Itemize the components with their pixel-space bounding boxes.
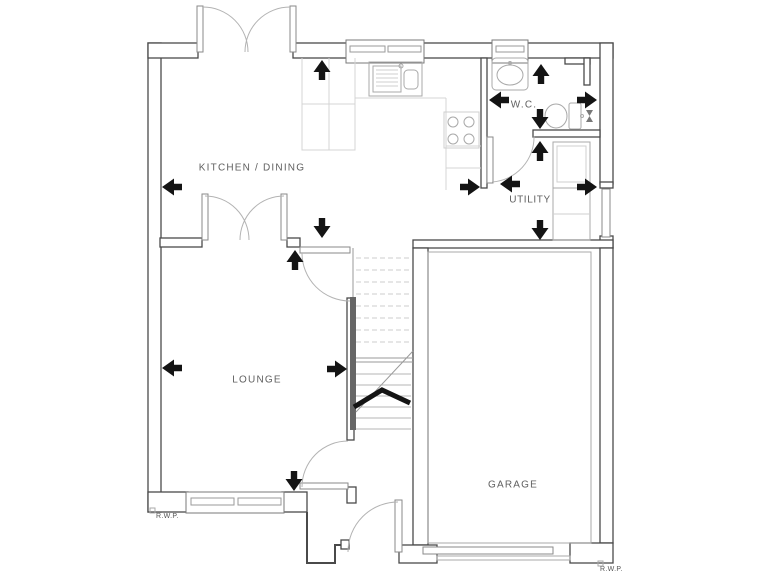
- rwp-marker-right: [597, 560, 604, 567]
- stair-direction-chevron: [352, 387, 412, 410]
- wc-basin: [491, 57, 529, 91]
- wc-window: [491, 39, 529, 64]
- rwp-label-right: R.W.P.: [600, 566, 623, 573]
- arrow-left-icon: [162, 178, 182, 196]
- wc-door: [486, 135, 535, 184]
- garage-inner-outline: [427, 251, 592, 544]
- utility-appliance: [552, 141, 591, 241]
- kitchen-window: [345, 39, 425, 64]
- arrow-right-icon: [577, 178, 597, 196]
- rwp-marker-left: [149, 507, 156, 514]
- kitchen-sink: [368, 61, 423, 97]
- arrow-right-icon: [460, 178, 480, 196]
- lounge-door: [299, 440, 349, 490]
- utility-back-door: [599, 181, 614, 238]
- outer-walls: [147, 42, 614, 564]
- arrow-up-icon: [532, 64, 550, 84]
- room-label-utility: UTILITY: [509, 194, 551, 206]
- arrow-up-icon: [313, 60, 331, 80]
- porch-wall: [306, 512, 343, 564]
- room-label-kitchen-dining: KITCHEN / DINING: [198, 162, 306, 174]
- arrow-down-icon: [531, 220, 549, 240]
- rwp-label-left: R.W.P.: [156, 513, 179, 520]
- front-door: [347, 499, 403, 553]
- rear-french-doors: [196, 5, 297, 53]
- kitchen-lounge-french-doors: [201, 193, 288, 241]
- arrow-right-icon: [577, 91, 597, 109]
- kitchen-counter: [301, 58, 481, 190]
- hob: [443, 111, 480, 149]
- stairs: [350, 248, 414, 430]
- lounge-window: [185, 491, 285, 514]
- arrow-left-icon: [500, 175, 520, 193]
- stop-valve-icon: [580, 110, 593, 122]
- garage-door: [422, 546, 571, 561]
- toilet: [544, 102, 582, 130]
- kitchen-hall-door: [299, 246, 351, 302]
- arrow-right-icon: [327, 360, 347, 378]
- room-label-lounge: LOUNGE: [232, 374, 282, 386]
- arrow-down-icon: [313, 218, 331, 238]
- arrow-left-icon: [489, 91, 509, 109]
- room-label-wc: W.C.: [510, 99, 538, 111]
- arrow-left-icon: [162, 359, 182, 377]
- room-label-garage: GARAGE: [488, 479, 538, 491]
- direction-arrows: [162, 60, 597, 491]
